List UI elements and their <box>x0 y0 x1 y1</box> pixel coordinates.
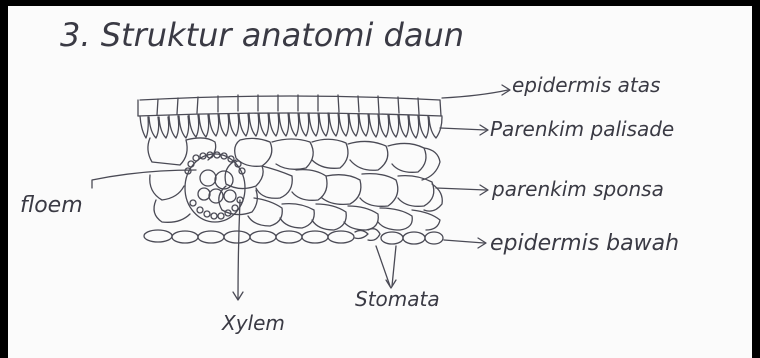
label-xylem: Xylem <box>221 311 285 335</box>
upper-epidermis <box>138 95 442 116</box>
label-stomata: Stomata <box>355 287 440 311</box>
palisade-parenchyma <box>140 113 442 138</box>
leader-lines <box>92 85 510 300</box>
label-epidermis-atas: epidermis atas <box>512 73 660 97</box>
diagram-title: 3. Struktur anatomi daun <box>60 16 464 54</box>
spongy-parenchyma <box>148 138 442 230</box>
label-parenkim-palisade: Parenkim palisade <box>490 117 674 141</box>
lower-epidermis <box>144 229 443 244</box>
label-epidermis-bawah: epidermis bawah <box>490 231 679 256</box>
vascular-bundle <box>185 152 245 222</box>
label-parenkim-sponsa: parenkim sponsa <box>491 177 664 201</box>
label-floem: floem <box>20 193 83 218</box>
